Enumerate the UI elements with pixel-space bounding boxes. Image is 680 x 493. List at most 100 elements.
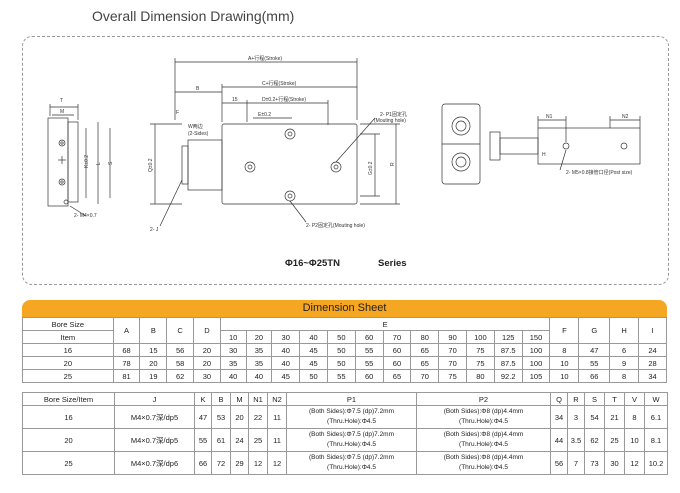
cell: 50: [326, 343, 356, 357]
cell: 65: [382, 369, 412, 383]
cell: 34: [638, 369, 667, 383]
label-m: M: [60, 109, 64, 115]
table-row: 16 68 15 56 20 30 35 40 45 50 55 60 65 7…: [22, 343, 667, 357]
cell: 47: [578, 343, 611, 357]
label-p2: 2- P2固定孔(Mouting hole): [306, 222, 365, 229]
cell: 16: [22, 405, 115, 429]
label-n1: N1: [546, 114, 553, 120]
label-e: E±0.2: [258, 112, 271, 118]
label-a: A+行程(Stroke): [248, 55, 282, 62]
cell: 60: [382, 356, 412, 370]
label-g: G±0.2: [368, 161, 374, 175]
cell-p2: (Both Sides):Φ8 (dp)4.4mm (Thru.Hole):Φ4.…: [416, 405, 551, 429]
front-view: [150, 58, 400, 227]
cell: 55: [354, 356, 384, 370]
label-m4: 2- M4×0.7: [74, 213, 97, 219]
table-row: 20 M4×0.7深/dp5 55 61 24 25 11 (Both Side…: [22, 428, 668, 452]
header-b: B: [211, 392, 231, 406]
cell: 44: [550, 428, 568, 452]
p2-both-sides: (Both Sides):Φ8 (dp)4.4mm: [443, 431, 524, 438]
cell: 21: [604, 405, 625, 429]
header-w: W: [644, 392, 668, 406]
label-s: S: [108, 161, 114, 165]
cell: 70: [438, 343, 467, 357]
cell: 10: [549, 356, 580, 370]
label-r: R: [390, 162, 396, 166]
stroke-header: 40: [299, 330, 328, 344]
header-f: F: [549, 317, 580, 344]
label-p1a: 2- P1固定孔: [380, 111, 407, 118]
cell: 8.1: [644, 428, 668, 452]
label-k: K±0.2: [84, 155, 90, 168]
cell: 28: [638, 356, 667, 370]
header-i: I: [638, 317, 667, 344]
cell: 10: [549, 369, 580, 383]
end-view: [441, 103, 481, 185]
cell: 20: [230, 405, 249, 429]
label-15: 15: [232, 97, 238, 103]
cell: 56: [166, 343, 195, 357]
label-c: C+行程(Stroke): [262, 80, 297, 87]
p2-both-sides: (Both Sides):Φ8 (dp)4.4mm: [443, 408, 524, 415]
cell: 87.5: [493, 356, 523, 370]
cell: 80: [465, 369, 495, 383]
header-bore-size-item: Bore Size/Item: [22, 392, 115, 406]
drawing-frame: [22, 36, 669, 285]
cell: 55: [578, 356, 611, 370]
header-r: R: [567, 392, 585, 406]
header-k: K: [194, 392, 212, 406]
cell-p1: (Both Sides):Φ7.5 (dp)7.2mm(Thru.Hole):Φ…: [286, 428, 417, 452]
cell: 15: [139, 343, 168, 357]
cell: 45: [271, 369, 301, 383]
table-row: 25 M4×0.7深/dp6 66 72 29 12 12 (Both Side…: [22, 451, 668, 475]
cell: 25: [22, 369, 114, 383]
header-n1: N1: [248, 392, 268, 406]
header-e: E: [219, 317, 551, 331]
cell: 11: [267, 428, 287, 452]
header-t: T: [604, 392, 625, 406]
cell: 55: [194, 428, 212, 452]
cell: 65: [410, 356, 440, 370]
cell: 75: [465, 356, 495, 370]
header-c: C: [166, 317, 195, 344]
page-title: Overall Dimension Drawing(mm): [92, 8, 295, 24]
cell: 40: [271, 356, 301, 370]
cell: 62: [166, 369, 195, 383]
cell: 20: [193, 356, 221, 370]
cell: 72: [211, 451, 231, 475]
cell: 8: [609, 369, 640, 383]
cell: 9: [609, 356, 640, 370]
cell: 68: [112, 343, 141, 357]
cell: 65: [410, 343, 440, 357]
p2-thru-hole: (Thru.Hole):Φ4.5: [459, 418, 508, 425]
stroke-header: 30: [271, 330, 301, 344]
cell: 30: [219, 343, 247, 357]
cell: 7: [567, 451, 585, 475]
cell: 12: [248, 451, 268, 475]
cell: 45: [299, 356, 328, 370]
label-j: 2- J: [150, 227, 159, 233]
cell: M4×0.7深/dp5: [114, 405, 195, 429]
header-q: Q: [550, 392, 568, 406]
cell: 55: [354, 343, 384, 357]
cell: 20: [22, 428, 115, 452]
stroke-header: 60: [354, 330, 384, 344]
header-v: V: [624, 392, 645, 406]
stroke-header: 150: [521, 330, 551, 344]
cell: 54: [584, 405, 605, 429]
label-q: Q±0.2: [148, 158, 154, 172]
cell: 87.5: [493, 343, 523, 357]
header-p1: P1: [286, 392, 417, 406]
side-view: [47, 104, 111, 217]
cell: 81: [112, 369, 141, 383]
cell: 56: [550, 451, 568, 475]
cell: 50: [326, 356, 356, 370]
p1-both-sides: (Both Sides):Φ7.5 (dp)7.2mm: [308, 454, 395, 461]
cell: 75: [465, 343, 495, 357]
cell: 53: [211, 405, 231, 429]
label-d: D±0.2+行程(Stroke): [262, 96, 306, 103]
cell: 40: [271, 343, 301, 357]
cell: 66: [578, 369, 611, 383]
cell-p2: (Both Sides):Φ8 (dp)4.4mm(Thru.Hole):Φ4.…: [416, 428, 551, 452]
header-n2: N2: [267, 392, 287, 406]
